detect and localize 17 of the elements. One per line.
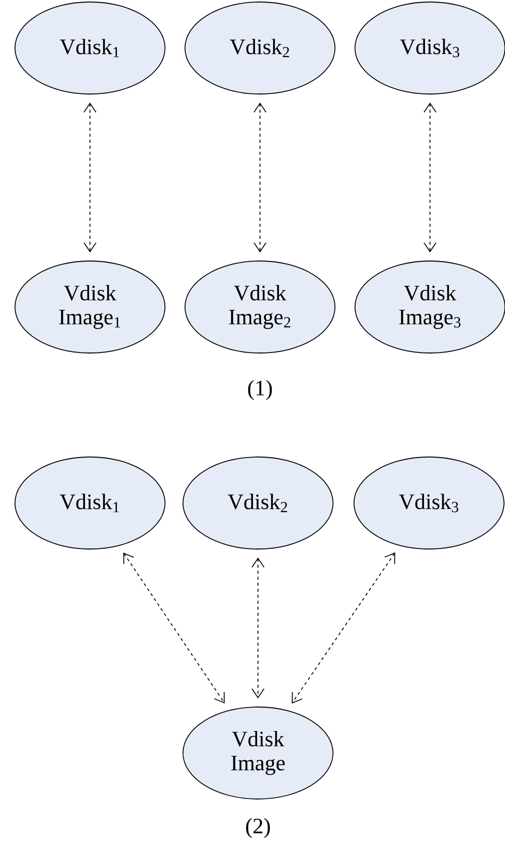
panel-label: (1) bbox=[248, 380, 272, 400]
arrow bbox=[252, 557, 264, 699]
ellipse-node: Vdisk Image$_{1}$ bbox=[14, 260, 166, 354]
ellipse-node: Vdisk$_{2}$ bbox=[182, 456, 334, 550]
ellipse-node: Vdisk$_{1}$ bbox=[14, 2, 166, 94]
ellipse-node: Vdisk Image bbox=[182, 706, 334, 800]
ellipse-node: Vdisk Image$_{3}$ bbox=[354, 260, 505, 354]
ellipse-node: Vdisk$_{1}$ bbox=[14, 456, 166, 550]
ellipse-node: Vdisk Image$_{2}$ bbox=[184, 260, 336, 354]
arrow bbox=[84, 102, 96, 253]
ellipse-node: Vdisk$_{2}$ bbox=[184, 2, 336, 94]
ellipse-node: Vdisk$_{3}$ bbox=[354, 456, 504, 550]
arrow bbox=[123, 552, 225, 704]
arrow bbox=[424, 102, 436, 253]
ellipse-node: Vdisk$_{3}$ bbox=[354, 2, 505, 94]
arrow bbox=[292, 552, 396, 704]
arrow bbox=[254, 102, 266, 253]
